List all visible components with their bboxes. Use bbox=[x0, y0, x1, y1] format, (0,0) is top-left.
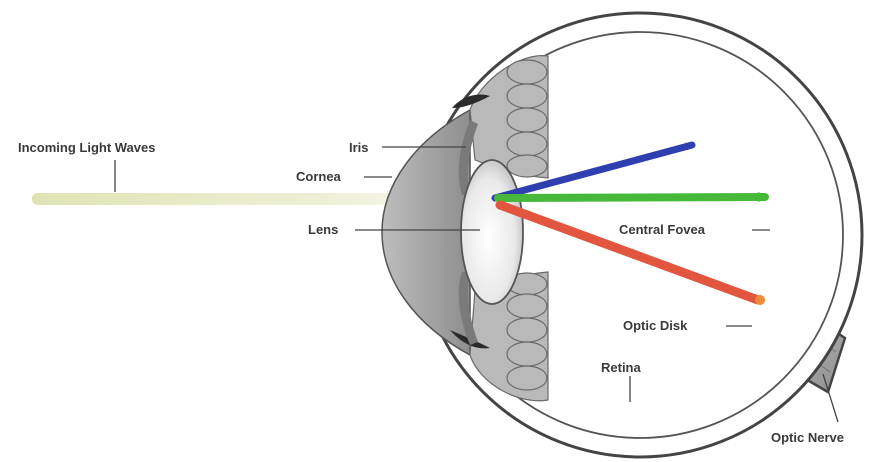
lens-shape bbox=[461, 160, 523, 304]
red-ray-endpoint bbox=[755, 295, 765, 305]
label-central-fovea: Central Fovea bbox=[619, 222, 706, 237]
ciliary-body-top bbox=[470, 56, 548, 178]
label-optic-disk: Optic Disk bbox=[623, 318, 688, 333]
green-ray bbox=[498, 197, 765, 198]
label-incoming-light: Incoming Light Waves bbox=[18, 140, 155, 155]
label-retina: Retina bbox=[601, 360, 642, 375]
label-optic-nerve: Optic Nerve bbox=[771, 430, 844, 445]
label-lens: Lens bbox=[308, 222, 338, 237]
label-iris: Iris bbox=[349, 140, 369, 155]
label-cornea: Cornea bbox=[296, 169, 342, 184]
